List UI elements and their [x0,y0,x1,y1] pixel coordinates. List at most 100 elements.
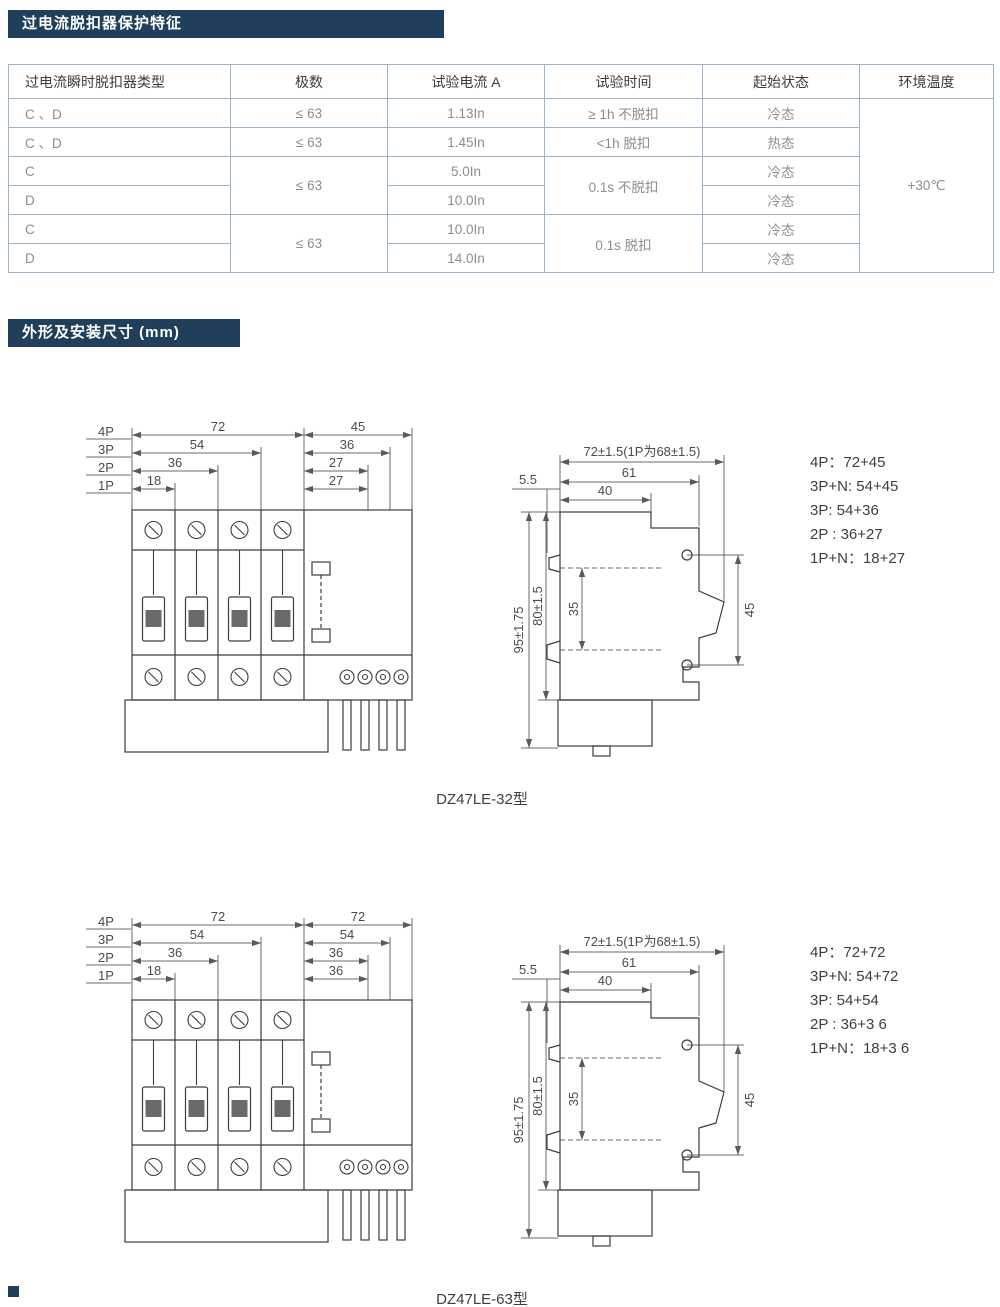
header-initial-state: 起始状态 [702,64,860,99]
header-type: 过电流瞬时脱扣器类型 [8,64,231,99]
cell-time: ≥ 1h 不脱扣 [544,98,703,128]
cell-type: D [8,243,231,273]
cell-state: 冷态 [702,214,860,244]
figure-caption-dz47le-63: DZ47LE-63型 [436,1291,528,1307]
spec-line: 2P : 36+3 6 [810,1016,887,1033]
spec-line: 3P+N: 54+72 [810,968,898,985]
dim-label: 72 [351,909,365,924]
dim-label: 54 [190,927,204,942]
dim-label: 36 [168,455,182,470]
dim-label: 54 [340,927,354,942]
cell-type: C [8,214,231,244]
dim-label: 72 [211,419,225,434]
cell-current: 14.0In [387,243,545,273]
dim-label: 36 [329,963,343,978]
page-corner-mark [8,1286,19,1297]
cell-state: 冷态 [702,243,860,273]
dim-label: 18 [147,473,161,488]
table-row: D 14.0In 冷态 [8,243,994,273]
cell-poles: ≤ 63 [230,127,388,157]
cell-poles: ≤ 63 [230,98,388,128]
table-row: D 10.0In 冷态 [8,185,994,215]
dim-label: 27 [329,473,343,488]
spec-line: 1P+N：18+27 [810,550,905,567]
cell-time: 0.1s 不脱扣 [544,156,703,215]
dim-label: 61 [622,465,636,480]
dim-label: 80±1.5 [530,586,545,626]
table-row: C 、D ≤ 63 1.13In ≥ 1h 不脱扣 冷态 +30℃ [8,98,994,273]
table-row: C 、D ≤ 63 1.45In <1h 脱扣 热态 [8,127,994,157]
cell-state: 冷态 [702,98,860,128]
cell-time: <1h 脱扣 [544,127,703,157]
dim-label: 45 [351,419,365,434]
spec-line: 3P: 54+36 [810,502,879,519]
dim-label: 35 [566,1092,581,1106]
header-ambient-temp: 环境温度 [859,64,994,99]
dim-label: 95±1.75 [511,607,526,654]
cell-current: 10.0In [387,185,545,215]
cell-type: C 、D [8,98,231,128]
front-view-drawing [86,918,412,1242]
pole-label: 2P [98,460,114,475]
dim-label: 45 [742,603,757,617]
dim-label: 18 [147,963,161,978]
header-test-current: 试验电流 A [387,64,545,99]
dim-label: 72±1.5(1P为68±1.5) [584,444,701,459]
section-title-protection: 过电流脱扣器保护特征 [8,10,444,38]
pole-label: 4P [98,914,114,929]
table-row: C ≤ 63 5.0In 0.1s 不脱扣 冷态 [8,156,994,215]
spec-line: 2P : 36+27 [810,526,883,543]
dz47le-32-drawing: 4P 3P 2P 1P 72 54 36 18 45 36 27 27 72±1… [42,419,905,777]
side-view-drawing [512,945,744,1246]
dim-label: 45 [742,1093,757,1107]
dim-label: 36 [340,437,354,452]
pole-label: 3P [98,932,114,947]
side-view-drawing [512,455,744,756]
dim-label: 72 [211,909,225,924]
dim-label: 35 [566,602,581,616]
dim-label: 36 [168,945,182,960]
dim-label: 80±1.5 [530,1076,545,1116]
cell-type: C [8,156,231,186]
dim-label: 40 [598,483,612,498]
dim-label: 36 [329,945,343,960]
pole-label: 2P [98,950,114,965]
table-row: C ≤ 63 10.0In 0.1s 脱扣 冷态 [8,214,994,273]
header-poles: 极数 [230,64,388,99]
cell-poles: ≤ 63 [230,214,388,273]
cell-state: 冷态 [702,156,860,186]
cell-ambient-temp: +30℃ [859,98,994,273]
cell-time: 0.1s 脱扣 [544,214,703,273]
dim-label: 27 [329,455,343,470]
pole-label: 3P [98,442,114,457]
figure-caption-dz47le-32: DZ47LE-32型 [436,791,528,808]
dz47le-63-drawing: 4P 3P 2P 1P 72 54 36 18 72 54 36 36 72±1… [42,909,909,1267]
spec-line: 3P+N: 54+45 [810,478,898,495]
pole-label: 1P [98,478,114,493]
cell-current: 10.0In [387,214,545,244]
cell-state: 热态 [702,127,860,157]
spec-line: 4P：72+72 [810,944,885,961]
spec-line: 4P：72+45 [810,454,885,471]
cell-state: 冷态 [702,185,860,215]
section-title-dimensions: 外形及安装尺寸 (mm) [8,319,240,347]
dim-label: 5.5 [519,962,537,977]
dim-label: 61 [622,955,636,970]
figure-dz47le-32: 4P 3P 2P 1P 72 54 36 18 45 36 27 27 72±1… [42,405,1000,809]
cell-current: 5.0In [387,156,545,186]
cell-poles: ≤ 63 [230,156,388,215]
cell-type: C 、D [8,127,231,157]
cell-current: 1.13In [387,98,545,128]
table-header-row: 过电流瞬时脱扣器类型 极数 试验电流 A 试验时间 起始状态 环境温度 [8,64,994,99]
pole-label: 1P [98,968,114,983]
cell-current: 1.45In [387,127,545,157]
front-view-drawing [86,428,412,752]
dim-label: 54 [190,437,204,452]
spec-line: 3P: 54+54 [810,992,879,1009]
dim-label: 72±1.5(1P为68±1.5) [584,934,701,949]
dim-label: 5.5 [519,472,537,487]
figure-dz47le-63: 4P 3P 2P 1P 72 54 36 18 72 54 36 36 72±1… [42,895,1000,1307]
spec-line: 1P+N：18+3 6 [810,1040,909,1057]
header-test-time: 试验时间 [544,64,703,99]
